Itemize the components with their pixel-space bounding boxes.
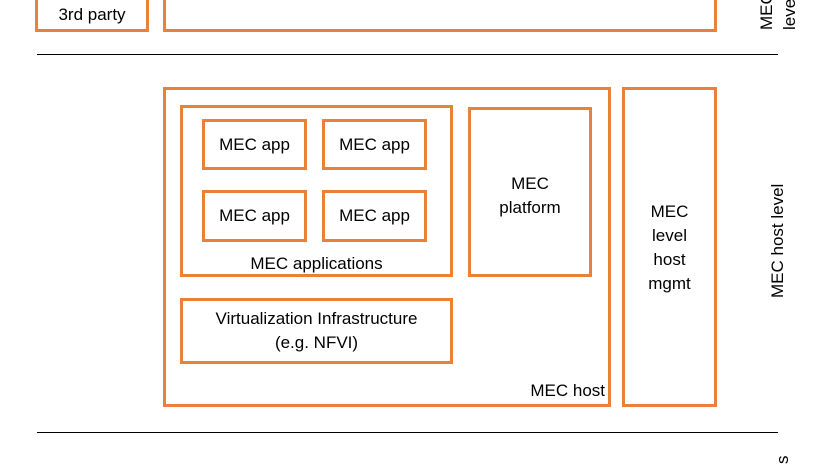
divider-bottom — [37, 432, 778, 433]
mec-level-host-mgmt-box: MEC level host mgmt — [622, 87, 717, 407]
mec-app-label-4: MEC app — [339, 204, 410, 228]
mec-app-label-1: MEC app — [219, 133, 290, 157]
mec-level-host-mgmt-label: MEC level host mgmt — [625, 200, 714, 296]
mec-host-label: MEC host — [505, 379, 605, 403]
third-party-label: 3rd party — [58, 0, 125, 27]
mec-app-box-1: MEC app — [202, 119, 307, 170]
mec-app-label-3: MEC app — [219, 204, 290, 228]
top-system-box — [163, 0, 717, 32]
mec-app-box-2: MEC app — [322, 119, 427, 170]
mec-app-box-4: MEC app — [322, 190, 427, 242]
mec-platform-box: MEC platform — [468, 107, 592, 277]
third-party-box: 3rd party — [35, 0, 149, 32]
top-level-label-line2: leve — [780, 0, 800, 30]
top-level-label-line1: MEC — [757, 0, 777, 30]
virtualization-infrastructure-label: Virtualization Infrastructure (e.g. NFVI… — [216, 307, 418, 355]
mec-app-box-3: MEC app — [202, 190, 307, 242]
mec-applications-label: MEC applications — [180, 252, 453, 276]
divider-top — [37, 54, 778, 55]
virtualization-infrastructure-box: Virtualization Infrastructure (e.g. NFVI… — [180, 298, 453, 364]
mec-host-level-label: MEC host level — [768, 184, 788, 298]
mec-platform-label: MEC platform — [471, 172, 589, 220]
mec-app-label-2: MEC app — [339, 133, 410, 157]
